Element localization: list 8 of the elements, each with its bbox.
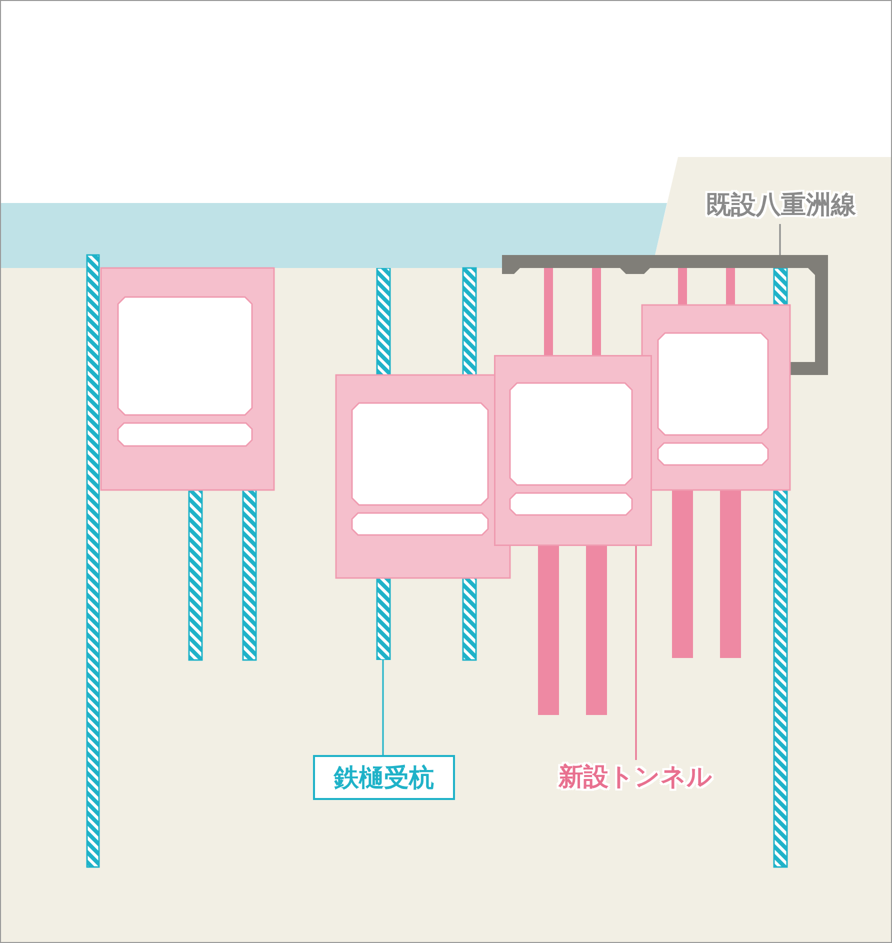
- label-box: 鉄樋受杭: [313, 755, 455, 800]
- leader-line: [635, 546, 637, 760]
- leader-line: [382, 660, 384, 755]
- existing-line-structure: [502, 255, 828, 375]
- leader-line: [779, 224, 781, 255]
- callout-label: 新設トンネル: [548, 760, 723, 796]
- tunnel-section: [494, 355, 652, 546]
- callout-label: 既設八重洲線: [690, 188, 872, 224]
